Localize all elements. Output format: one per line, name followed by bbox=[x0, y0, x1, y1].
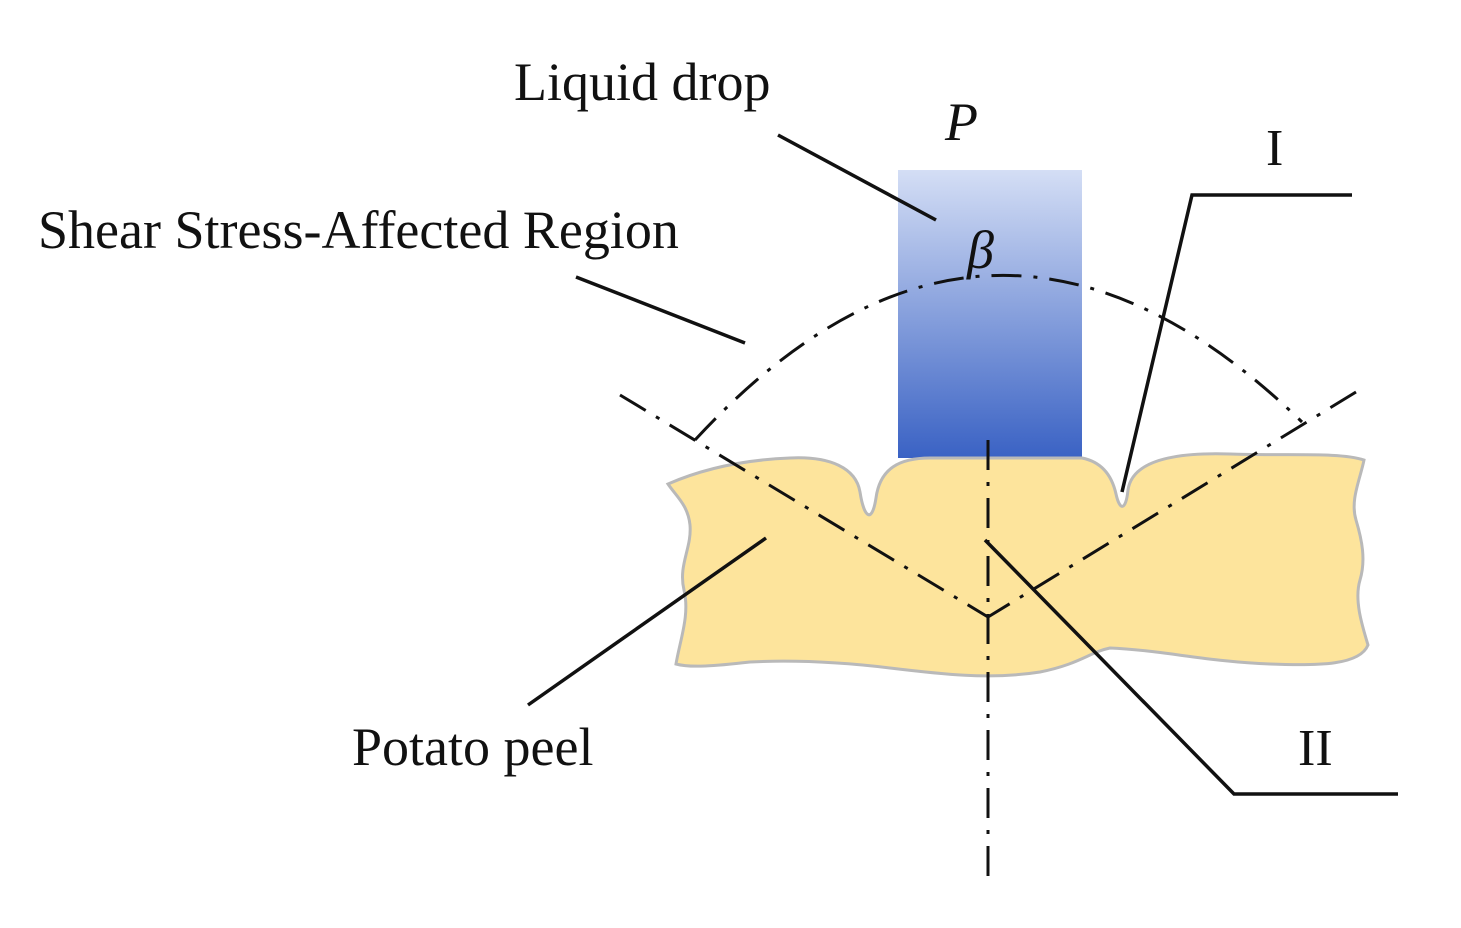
potato-peel-leader bbox=[526, 536, 768, 707]
region-two-leader bbox=[983, 538, 1398, 796]
shear-region-arc bbox=[693, 274, 1304, 442]
potato-peel-label: Potato peel bbox=[352, 717, 593, 777]
right-radial-line bbox=[987, 390, 1357, 619]
angle-label: β bbox=[966, 220, 994, 280]
region-two-label: II bbox=[1298, 720, 1333, 777]
pressure-label: P bbox=[944, 92, 978, 152]
region-one-label: I bbox=[1266, 120, 1283, 177]
shear-region-leader bbox=[575, 275, 746, 345]
shear-region-label: Shear Stress-Affected Region bbox=[38, 200, 679, 260]
potato-peel-shape bbox=[665, 452, 1370, 678]
liquid-drop-label: Liquid drop bbox=[514, 52, 770, 112]
region-one-leader bbox=[1120, 193, 1352, 493]
liquid-drop-leader bbox=[777, 133, 937, 222]
left-radial-line bbox=[619, 393, 989, 619]
